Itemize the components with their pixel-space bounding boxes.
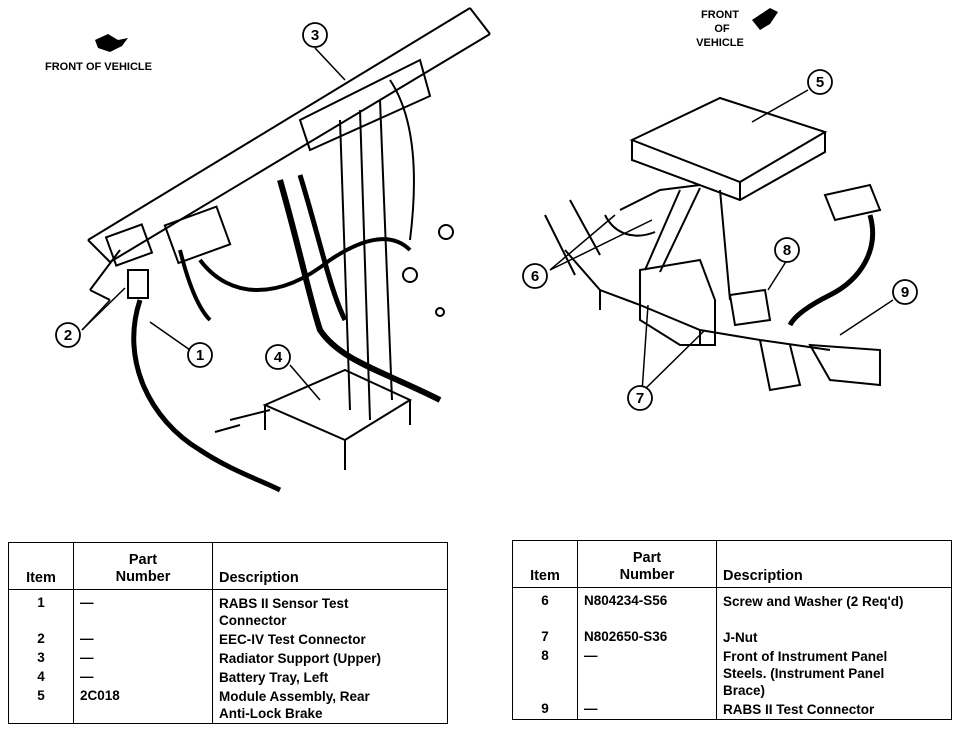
- callout-6-label: 6: [531, 268, 539, 285]
- col-description: Description: [716, 540, 952, 588]
- cell-item: 3: [8, 649, 74, 668]
- cell-item: 1: [8, 589, 74, 630]
- cell-item: 4: [8, 668, 74, 687]
- table-row: 8—Front of Instrument Panel Steels. (Ins…: [512, 647, 952, 700]
- callout-6: [522, 263, 548, 289]
- table-row: 1—RABS II Sensor Test Connector: [8, 589, 448, 630]
- table-row: 3—Radiator Support (Upper): [8, 649, 448, 668]
- cell-item: 7: [512, 628, 578, 647]
- cell-part: —: [577, 647, 717, 700]
- front-arrow-left-icon: [95, 34, 128, 52]
- callout-7: [627, 385, 653, 411]
- callout-9: [892, 279, 918, 305]
- callout-1: [187, 342, 213, 368]
- eec-iv-test-connector: [104, 223, 154, 267]
- cell-desc: Battery Tray, Left: [212, 668, 448, 687]
- cell-desc: Screw and Washer (2 Req'd): [716, 587, 952, 628]
- instrument-panel-brace: [564, 249, 831, 351]
- cell-part: —: [73, 589, 213, 630]
- front-of-vehicle-right-line1: FRONT: [701, 9, 739, 21]
- cell-item: 6: [512, 587, 578, 628]
- callout-1-label: 1: [196, 347, 204, 364]
- cell-desc: Radiator Support (Upper): [212, 649, 448, 668]
- cell-desc: J-Nut: [716, 628, 952, 647]
- col-part-number: Part Number: [577, 540, 717, 588]
- cell-item: 8: [512, 647, 578, 700]
- col-part-number: Part Number: [73, 542, 213, 590]
- callout-3-label: 3: [311, 27, 319, 44]
- callout-2-label: 2: [64, 327, 72, 344]
- cell-part: 2C018: [73, 687, 213, 724]
- col-item: Item: [512, 540, 578, 588]
- cell-part: N802650-S36: [577, 628, 717, 647]
- cell-desc: RABS II Test Connector: [716, 700, 952, 720]
- cell-part: —: [577, 700, 717, 720]
- battery-tray: [262, 368, 413, 470]
- table-row: 2—EEC-IV Test Connector: [8, 630, 448, 649]
- table-row: 9—RABS II Test Connector: [512, 700, 952, 720]
- callout-4: [265, 344, 291, 370]
- cell-item: 2: [8, 630, 74, 649]
- table-row: 4—Battery Tray, Left: [8, 668, 448, 687]
- col-item: Item: [8, 542, 74, 590]
- callout-3: [302, 22, 328, 48]
- cell-part: —: [73, 649, 213, 668]
- cell-item: 9: [512, 700, 578, 720]
- front-arrow-right-icon: [752, 8, 778, 30]
- callout-5: [807, 69, 833, 95]
- exploded-diagram: 3 1 2 4 5 6 8 9 7 FRONT OF VEHICLE FRONT…: [45, 7, 918, 493]
- wiring-harness: [277, 179, 442, 403]
- cell-part: —: [73, 630, 213, 649]
- callout-2: [55, 322, 81, 348]
- callout-4-label: 4: [274, 349, 283, 366]
- parts-table-left: Item Part Number Description 1—RABS II S…: [8, 542, 448, 724]
- callout-9-label: 9: [901, 284, 909, 301]
- anti-lock-module: [629, 96, 828, 202]
- front-of-vehicle-right-line3: VEHICLE: [696, 37, 744, 49]
- front-of-vehicle-left: FRONT OF VEHICLE: [45, 61, 152, 73]
- callout-7-label: 7: [636, 390, 644, 407]
- front-of-vehicle-right-line2: OF: [714, 23, 730, 35]
- cell-part: —: [73, 668, 213, 687]
- col-description: Description: [212, 542, 448, 590]
- cell-part: N804234-S56: [577, 587, 717, 628]
- cell-desc: RABS II Sensor Test Connector: [212, 589, 448, 630]
- cell-desc: Module Assembly, Rear Anti-Lock Brake: [212, 687, 448, 724]
- cell-desc: EEC-IV Test Connector: [212, 630, 448, 649]
- cell-desc: Front of Instrument Panel Steels. (Instr…: [716, 647, 952, 700]
- callout-8: [774, 237, 800, 263]
- cell-item: 5: [8, 687, 74, 724]
- callout-5-label: 5: [816, 74, 824, 91]
- radiator-support: [87, 7, 491, 263]
- callout-8-label: 8: [783, 242, 791, 259]
